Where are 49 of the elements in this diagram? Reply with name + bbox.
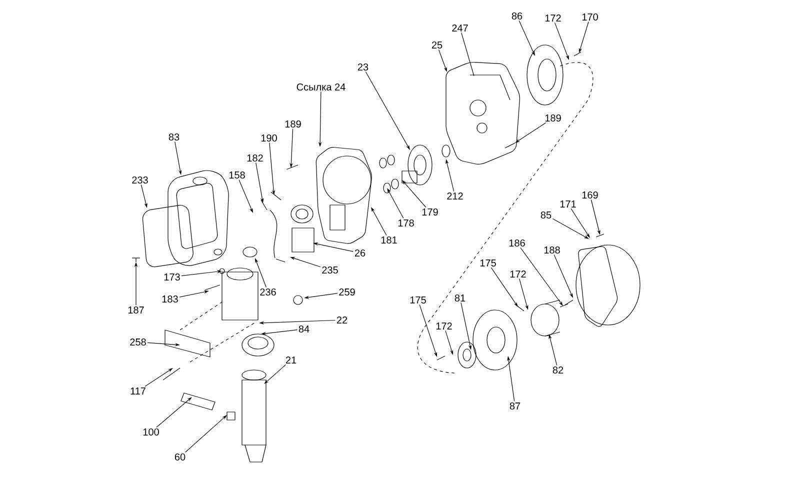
callout-number: 60: [174, 453, 186, 461]
callout-number: 172: [545, 14, 561, 22]
callout-number: 170: [582, 13, 598, 21]
callout-number: 26: [354, 249, 366, 257]
callout-number: 189: [545, 114, 561, 122]
leader-line: [185, 415, 227, 453]
callout-number: 171: [560, 200, 576, 208]
callout-number: Ссылка 24: [296, 83, 346, 91]
callout-number: 169: [582, 191, 598, 199]
callout-number: 81: [454, 294, 466, 302]
callout-number: 182: [247, 154, 263, 162]
callout-number: 21: [286, 356, 296, 364]
callout-number: 117: [130, 388, 146, 394]
callout-number: 178: [398, 219, 414, 227]
callout-number: 236: [260, 288, 276, 296]
callout-number: 258: [130, 338, 146, 346]
callout-number: 84: [298, 325, 310, 333]
callout-number: 212: [447, 192, 463, 200]
callout-number: 233: [132, 176, 148, 184]
callout-number: 86: [512, 12, 522, 20]
leader-line: [461, 32, 474, 76]
leader-line: [264, 364, 286, 384]
callout-number: 179: [422, 208, 438, 216]
callout-number: 85: [540, 211, 552, 219]
leader-line: [402, 180, 426, 208]
callout-number: 172: [436, 322, 452, 330]
callout-number: 83: [168, 133, 180, 141]
callout-number: 175: [410, 296, 426, 304]
callout-number: 87: [510, 402, 520, 410]
callout-number: 188: [544, 246, 560, 254]
callout-number: 100: [143, 428, 159, 436]
callout-number: 158: [229, 171, 245, 179]
callout-number: 172: [510, 270, 526, 278]
callout-number: 183: [162, 295, 178, 303]
callout-number: 22: [336, 316, 348, 324]
callout-number: 173: [164, 273, 180, 281]
callout-number: 187: [128, 306, 144, 314]
callout-number: 181: [381, 236, 397, 244]
callout-number: 175: [480, 260, 496, 266]
leader-line: [156, 397, 192, 428]
callout-number: 235: [322, 266, 338, 274]
callout-number: 247: [452, 24, 468, 32]
callout-number: 189: [285, 120, 301, 128]
callout-number: 23: [358, 63, 368, 71]
callout-number: 186: [509, 239, 525, 247]
callout-number: 82: [552, 366, 564, 374]
callout-number: 25: [432, 41, 442, 49]
callout-number: 190: [261, 134, 277, 142]
callout-number: 259: [339, 288, 355, 296]
